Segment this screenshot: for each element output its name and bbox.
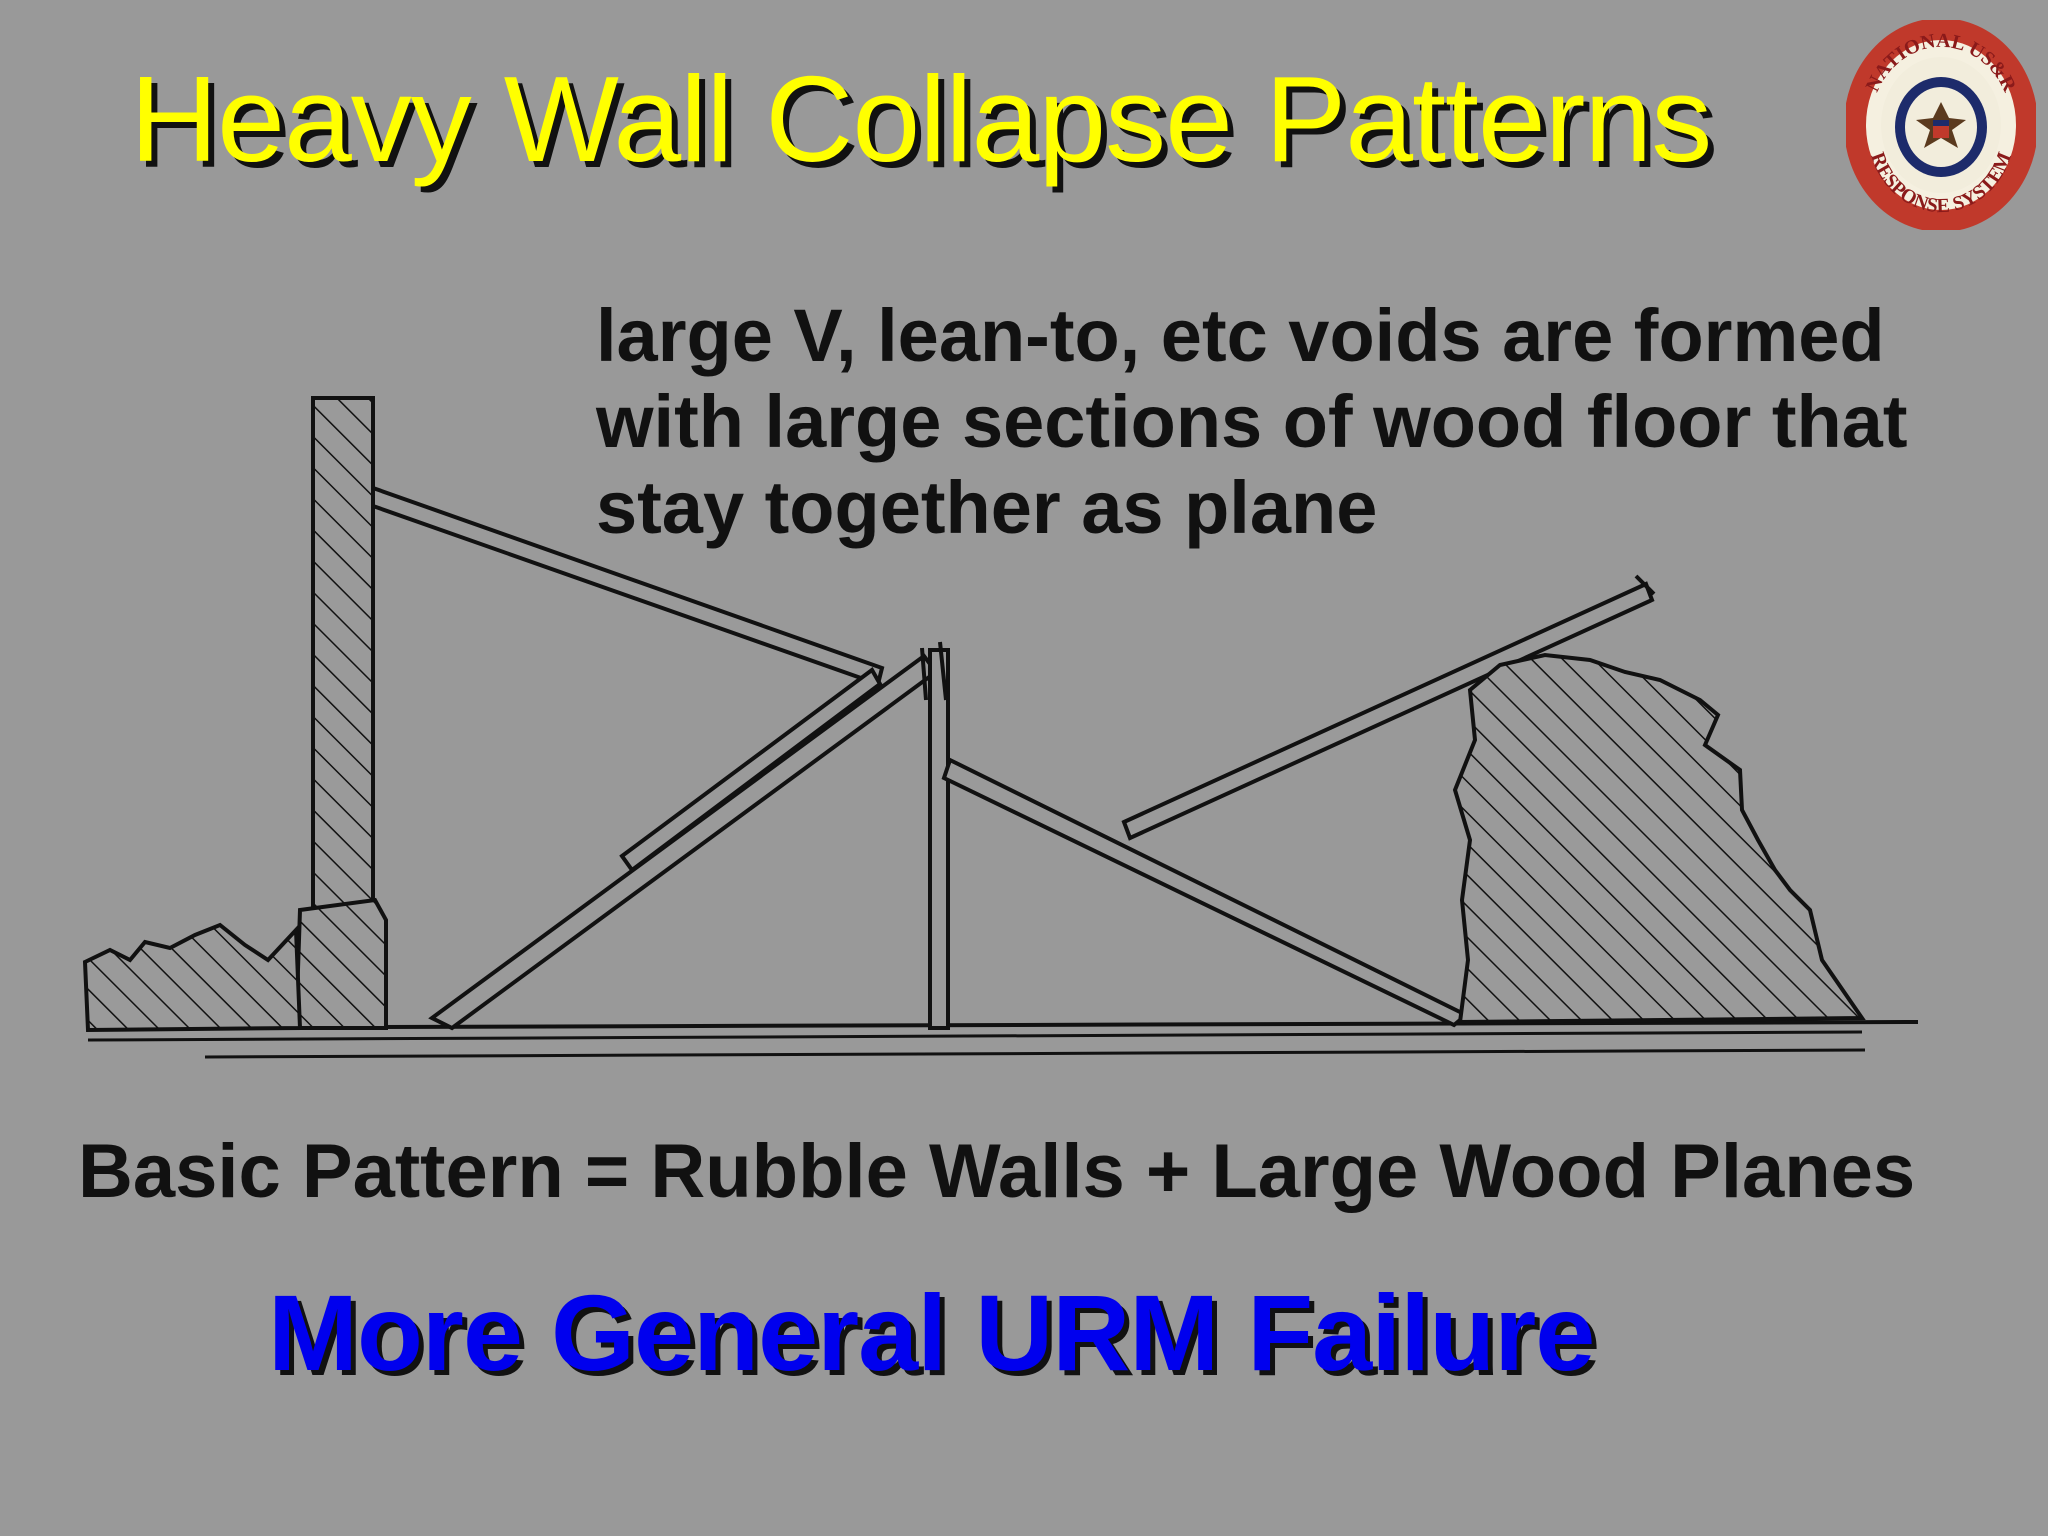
standing-wall (293, 396, 388, 1030)
description-line: stay together as plane (596, 466, 1378, 549)
v-floor-planks (428, 653, 939, 1031)
left-rubble-pile (82, 922, 303, 1033)
us-r-seal-logo: NATIONAL US&R RESPONSE SYSTEM (1846, 20, 2036, 230)
lean-to-floor-plank (371, 485, 885, 687)
ground-lines (87, 1020, 1919, 1059)
vertical-post (920, 641, 950, 1030)
slide-title: Heavy Wall Collapse Patterns (130, 51, 1712, 187)
sloped-floor-plank (941, 757, 1470, 1028)
description-line: large V, lean-to, etc voids are formed (596, 294, 1885, 377)
description-text: large V, lean-to, etc voids are formed w… (596, 293, 2026, 551)
description-line: with large sections of wood floor that (596, 380, 1908, 463)
slide-subtitle: More General URM Failure (268, 1272, 1595, 1393)
basic-pattern-formula: Basic Pattern = Rubble Walls + Large Woo… (78, 1129, 1916, 1214)
right-rubble-wall (1452, 652, 1866, 1025)
upper-leaning-plank (1121, 581, 1655, 841)
